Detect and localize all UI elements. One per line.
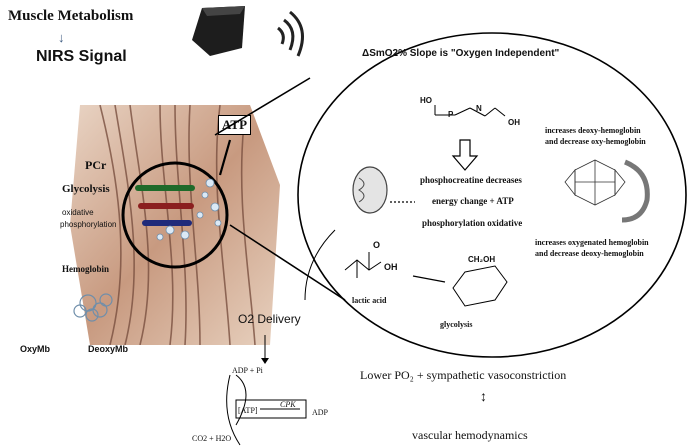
chem-ch2oh-label: CH₂OH (468, 255, 495, 264)
oxy-increase-line1: increases oxygenated hemoglobin (535, 238, 649, 247)
glycolysis-bar (138, 203, 194, 209)
hemoglobin-label: Hemoglobin (62, 264, 109, 274)
chem-oh-label: OH (508, 118, 520, 127)
circle-title: ΔSmO2% Slope is "Oxygen Independent" (362, 48, 559, 59)
cpk-reaction-diagram (200, 330, 350, 447)
oxidative-label: oxidative (62, 208, 94, 217)
oxy-increase-line2: and decrease deoxy-hemoglobin (535, 249, 644, 258)
lactic-acid-structure (345, 252, 381, 278)
down-arrow-icon: ↓ (58, 30, 65, 45)
glucose-ring-structure (453, 266, 507, 306)
cpk-label: CPK (280, 400, 296, 409)
adp-pi-label: ADP + Pi (232, 366, 263, 375)
chem-ho-label: HO (420, 96, 432, 105)
arrow-head-icon (261, 358, 269, 364)
glycolysis-circle-label: glycolysis (440, 320, 472, 329)
pcr-decrease-label: phosphocreatine decreases (420, 175, 522, 185)
atp-bracket-label: [ATP] (238, 406, 258, 415)
phosphocreatine-structure (435, 105, 505, 116)
down-arrow-icon (453, 140, 477, 170)
chem-oh-lactic-label: OH (384, 262, 398, 272)
chem-o-label: O (373, 240, 380, 250)
deoxy-increase-line2: and decrease oxy-hemoglobin (545, 137, 646, 146)
pcr-label: PCr (85, 158, 106, 173)
oxymb-label: OxyMb (20, 344, 50, 354)
vertical-double-arrow-icon: ↕ (480, 388, 487, 404)
mitochondrion-icon (353, 167, 387, 213)
curved-arrow-icon (305, 230, 335, 300)
deoxymb-label: DeoxyMb (88, 344, 128, 354)
energy-change-label: energy change + ATP (432, 196, 514, 206)
glycolysis-label: Glycolysis (62, 183, 110, 195)
phosphorylation-oxidative-label: phosphorylation oxidative (422, 218, 522, 228)
cycle-arrow-icon (622, 162, 647, 220)
chem-p-label: P (448, 110, 453, 119)
nirs-sensor-icon (192, 6, 245, 56)
chem-n-label: N (476, 104, 482, 113)
atp-label: ATP (218, 115, 251, 135)
title-muscle-metabolism: Muscle Metabolism (8, 8, 133, 25)
co2-h2o-label: CO2 + H2O (192, 434, 231, 443)
o2-delivery-label: O2 Delivery (238, 312, 301, 326)
pcr-bar (135, 185, 195, 191)
heme-structure (565, 160, 625, 205)
double-arrow-icon (413, 276, 445, 282)
deoxy-increase-line1: increases deoxy-hemoglobin (545, 126, 641, 135)
zoom-circle (295, 30, 690, 360)
lactic-acid-label: lactic acid (352, 296, 386, 305)
phosphorylation-label: phosphorylation (60, 220, 116, 229)
oxidative-bar (142, 220, 192, 226)
lower-po2-label: Lower PO₂ + sympathetic vasoconstriction (360, 368, 566, 383)
muscle-illustration (10, 105, 280, 345)
adp-label: ADP (312, 408, 328, 417)
subtitle-nirs-signal: NIRS Signal (36, 48, 127, 66)
vascular-hemodynamics-label: vascular hemodynamics (412, 428, 528, 443)
